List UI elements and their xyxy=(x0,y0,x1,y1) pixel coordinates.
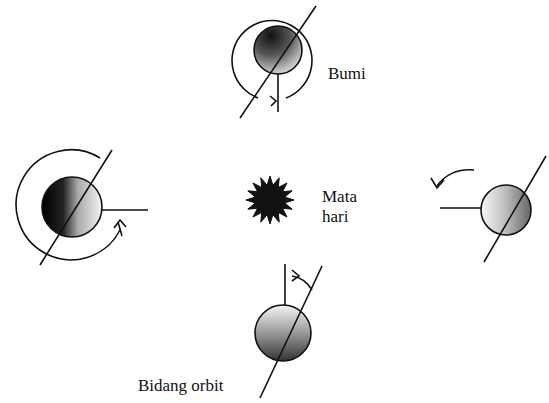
sun-label: Mata hari xyxy=(322,187,367,227)
earth-label: Bumi xyxy=(328,64,388,84)
sun-symbol xyxy=(246,176,294,224)
orbit-plane-label: Bidang orbit xyxy=(138,376,248,396)
